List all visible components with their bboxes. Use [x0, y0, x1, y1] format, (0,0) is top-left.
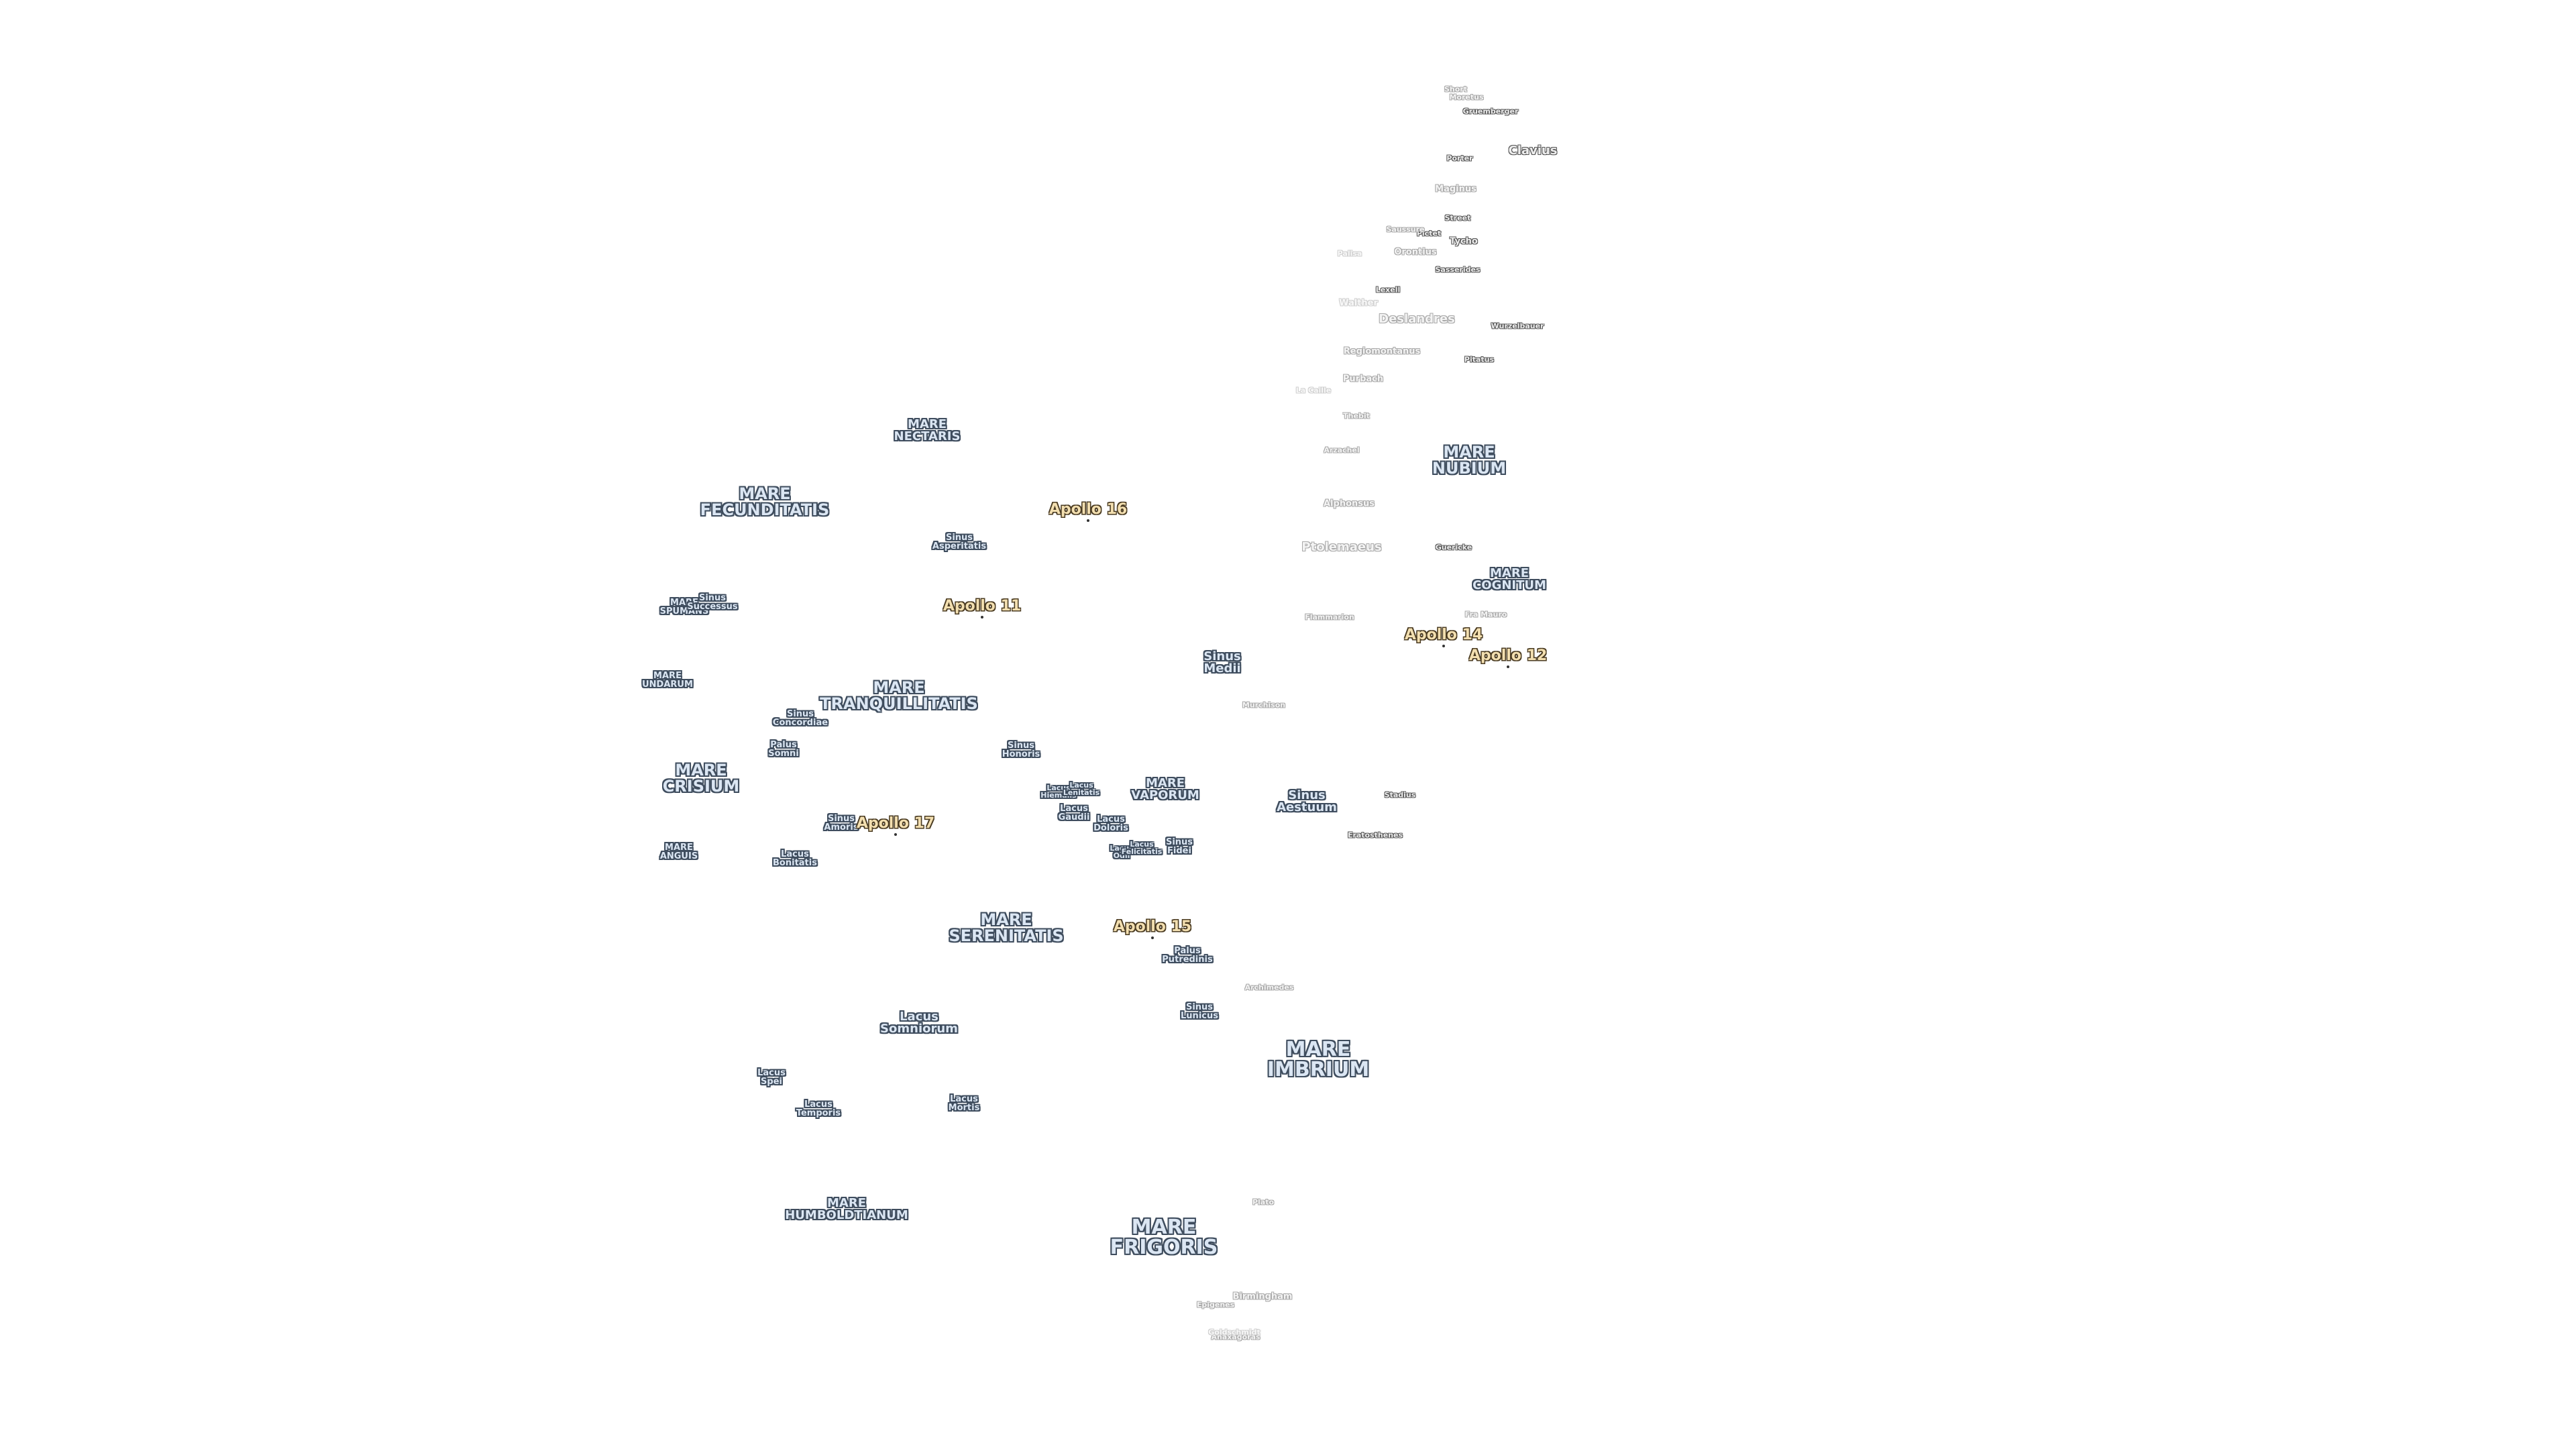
crater-label-porter: Porter [1446, 154, 1473, 163]
mare-label-mare-fecunditatis: MARE FECUNDITATIS [700, 484, 830, 519]
crater-label-la-caille: La Caille [1295, 386, 1332, 395]
crater-label-gruemberger: Gruemberger [1462, 107, 1519, 116]
mare-label-mare-imbrium: MARE IMBRIUM [1267, 1038, 1370, 1081]
apollo-label-apollo-17: Apollo 17 [856, 815, 935, 832]
mare-label-sinus-fidei: Sinus Fidei [1165, 837, 1193, 856]
crater-label-archimedes: Archimedes [1244, 983, 1294, 992]
mare-label-sinus-honoris: Sinus Honoris [1002, 741, 1040, 759]
crater-label-goldschmidt: Goldschmidt [1208, 1328, 1260, 1337]
landing-site-marker [1151, 936, 1154, 939]
crater-label-moretus: Moretus [1449, 93, 1484, 102]
mare-label-mare-serenitatis: MARE SERENITATIS [949, 910, 1064, 945]
crater-label-clavius: Clavius [1508, 144, 1558, 158]
mare-label-palus-putredinis: Palus Putredinis [1162, 946, 1213, 965]
crater-label-ptolemaeus: Ptolemaeus [1301, 540, 1382, 554]
crater-label-plato: Plato [1252, 1197, 1275, 1207]
crater-label-street: Street [1444, 213, 1471, 223]
landing-site-marker [1087, 519, 1089, 522]
landing-site-marker [981, 616, 983, 619]
mare-label-palus-somni: Palus Somni [768, 740, 799, 759]
crater-label-pictet: Pictet [1416, 229, 1442, 238]
mare-label-sinus-successus: Sinus Successus [687, 593, 738, 612]
mare-label-lacus-felicitatis: Lacus Felicitatis [1121, 840, 1163, 856]
mare-label-lacus-lenitatis: Lacus Lenitatis [1063, 781, 1100, 797]
crater-label-wurzelbauer: Wurzelbauer [1491, 321, 1544, 331]
mare-label-sinus-asperitatis: Sinus Asperitatis [932, 533, 987, 551]
mare-label-sinus-concordiae: Sinus Concordiae [772, 709, 828, 728]
mare-label-mare-nubium: MARE NUBIUM [1432, 443, 1507, 478]
crater-label-pitatus: Pitatus [1464, 355, 1495, 364]
crater-label-murchison: Murchison [1242, 700, 1286, 710]
mare-label-sinus-lunicus: Sinus Lunicus [1181, 1002, 1218, 1021]
crater-label-short: Short [1444, 85, 1467, 94]
mare-label-mare-undarum: MARE UNDARUM [642, 671, 693, 690]
crater-label-saussure: Saussure [1386, 225, 1425, 234]
mare-label-lacus-odii: Lacus Odii [1110, 844, 1134, 860]
apollo-label-apollo-16: Apollo 16 [1049, 501, 1128, 518]
crater-label-lexell: Lexell [1375, 285, 1401, 294]
apollo-label-apollo-12: Apollo 12 [1468, 647, 1548, 664]
crater-label-epigenes: Epigenes [1196, 1300, 1235, 1309]
apollo-label-apollo-14: Apollo 14 [1404, 627, 1483, 643]
mare-label-mare-spumans: MARE SPUMANS [659, 598, 709, 616]
crater-label-deslandres: Deslandres [1379, 312, 1455, 326]
mare-label-lacus-hiemalis: Lacus Hiemalis [1040, 784, 1077, 800]
crater-label-anaxagoras: Anaxagoras [1211, 1332, 1260, 1342]
crater-label-guericke: Guericke [1435, 543, 1472, 552]
crater-label-regiomontanus: Regiomontanus [1343, 346, 1421, 357]
mare-label-mare-cognitum: MARE COGNITUM [1472, 566, 1546, 592]
mare-label-mare-crisium: MARE CRISIUM [662, 761, 740, 796]
landing-site-marker [1507, 665, 1509, 668]
crater-label-palisa: Palisa [1337, 249, 1362, 258]
mare-label-lacus-gaudii: Lacus Gaudii [1058, 804, 1090, 822]
mare-label-mare-nectaris: MARE NECTARIS [894, 417, 961, 443]
crater-label-flammarion: Flammarion [1305, 612, 1354, 622]
mare-label-lacus-bonitatis: Lacus Bonitatis [773, 849, 817, 868]
mare-label-mare-humboldtianum: MARE HUMBOLDTIANUM [785, 1196, 908, 1222]
apollo-label-apollo-15: Apollo 15 [1113, 918, 1192, 935]
mare-label-lacus-spei: Lacus Spei [757, 1068, 786, 1087]
landing-site-marker [1442, 645, 1445, 647]
crater-label-tycho: Tycho [1450, 236, 1478, 247]
crater-label-maginus: Maginus [1435, 184, 1477, 195]
mare-label-mare-anguis: MARE ANGUIS [659, 843, 698, 861]
mare-label-mare-frigoris: MARE FRIGORIS [1110, 1216, 1218, 1259]
crater-label-fra-mauro: Fra Mauro [1464, 610, 1507, 619]
crater-label-arzachel: Arzachel [1324, 445, 1360, 455]
crater-label-orontius: Orontius [1394, 247, 1437, 258]
mare-label-lacus-doloris: Lacus Doloris [1093, 814, 1128, 833]
crater-label-stadius: Stadius [1384, 790, 1416, 800]
crater-label-purbach: Purbach [1342, 374, 1384, 384]
mare-label-mare-tranquillitatis: MARE TRANQUILLITATIS [820, 678, 978, 713]
crater-label-thebit: Thebit [1343, 411, 1370, 421]
mare-label-lacus-mortis: Lacus Mortis [948, 1094, 980, 1113]
mare-label-sinus-aestuum: Sinus Aestuum [1277, 788, 1337, 814]
mare-label-sinus-medii: Sinus Medii [1203, 649, 1241, 676]
apollo-label-apollo-11: Apollo 11 [943, 598, 1022, 614]
crater-label-alphonsus: Alphonsus [1324, 498, 1375, 509]
landing-site-marker [894, 833, 897, 836]
mare-label-lacus-somniorum: Lacus Somniorum [880, 1010, 958, 1036]
mare-label-mare-vaporum: MARE VAPORUM [1131, 776, 1199, 802]
crater-label-walther: Walther [1339, 298, 1378, 309]
mare-label-sinus-amoris: Sinus Amoris [824, 814, 859, 833]
crater-label-birmingham: Birmingham [1232, 1291, 1293, 1302]
crater-label-sasserides: Sasserides [1435, 265, 1481, 274]
mare-label-lacus-temporis: Lacus Temporis [796, 1099, 841, 1118]
crater-label-eratosthenes: Eratosthenes [1347, 830, 1403, 840]
